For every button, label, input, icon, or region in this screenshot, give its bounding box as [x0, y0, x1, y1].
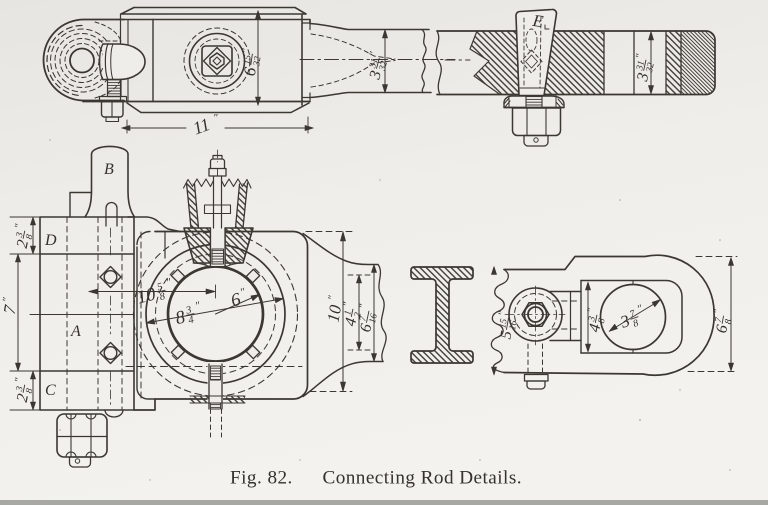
svg-text:″: ″ [711, 308, 724, 315]
svg-text:8: 8 [632, 318, 640, 330]
svg-text:8: 8 [25, 233, 36, 240]
svg-text:″: ″ [326, 294, 339, 301]
svg-text:4: 4 [187, 314, 195, 326]
svg-text:″: ″ [165, 276, 173, 289]
svg-text:3: 3 [587, 315, 598, 323]
svg-text:4: 4 [586, 322, 604, 333]
svg-text:″: ″ [636, 303, 645, 316]
svg-text:10: 10 [324, 303, 346, 324]
svg-text:16: 16 [368, 313, 380, 325]
svg-text:A: A [70, 323, 81, 340]
svg-text:3: 3 [366, 69, 385, 82]
svg-text:16: 16 [508, 320, 520, 331]
svg-text:32: 32 [378, 60, 390, 73]
svg-text:B: B [104, 161, 114, 178]
svg-text:6: 6 [240, 66, 260, 78]
svg-text:3: 3 [184, 305, 193, 317]
svg-text:7: 7 [628, 308, 637, 320]
svg-text:″: ″ [239, 286, 247, 299]
svg-text:11: 11 [190, 114, 213, 138]
svg-text:2: 2 [14, 238, 32, 249]
svg-text:15: 15 [242, 54, 253, 65]
svg-text:7: 7 [714, 316, 725, 324]
svg-text:4: 4 [342, 316, 360, 327]
svg-text:″: ″ [240, 47, 253, 54]
svg-text:1: 1 [343, 310, 354, 317]
svg-text:8: 8 [724, 318, 735, 325]
svg-text:″: ″ [13, 223, 26, 230]
svg-text:″: ″ [13, 377, 26, 384]
svg-text:E: E [531, 11, 546, 31]
svg-text:6: 6 [713, 324, 731, 335]
svg-text:3: 3 [15, 385, 26, 393]
svg-text:″: ″ [585, 307, 598, 314]
svg-text:C: C [45, 382, 56, 399]
svg-text:10: 10 [135, 284, 159, 308]
svg-text:8: 8 [25, 387, 36, 394]
svg-text:″: ″ [213, 112, 218, 124]
svg-text:32: 32 [252, 56, 263, 68]
svg-text:5: 5 [497, 330, 515, 341]
svg-text:31: 31 [635, 60, 647, 72]
svg-text:32: 32 [645, 62, 657, 75]
svg-text:″: ″ [496, 310, 509, 317]
svg-text:″: ″ [194, 300, 202, 313]
svg-text:″: ″ [357, 303, 370, 310]
svg-text:3: 3 [15, 231, 26, 239]
svg-text:″: ″ [1, 296, 14, 303]
svg-text:2: 2 [14, 392, 32, 403]
svg-text:7: 7 [358, 314, 369, 322]
svg-text:8: 8 [597, 317, 608, 324]
svg-text:2: 2 [353, 311, 364, 318]
svg-text:15: 15 [498, 318, 510, 329]
svg-text:8: 8 [159, 291, 167, 303]
svg-text:5: 5 [156, 281, 164, 293]
svg-text:D: D [44, 232, 57, 249]
svg-text:3: 3 [634, 71, 652, 83]
svg-text:6: 6 [357, 322, 375, 333]
svg-text:″: ″ [341, 301, 354, 308]
svg-text:″: ″ [634, 53, 647, 60]
svg-text:″: ″ [367, 50, 380, 58]
svg-text:Fig. 82. Connecting Rod Detai: Fig. 82. Connecting Rod Details. [230, 468, 522, 489]
